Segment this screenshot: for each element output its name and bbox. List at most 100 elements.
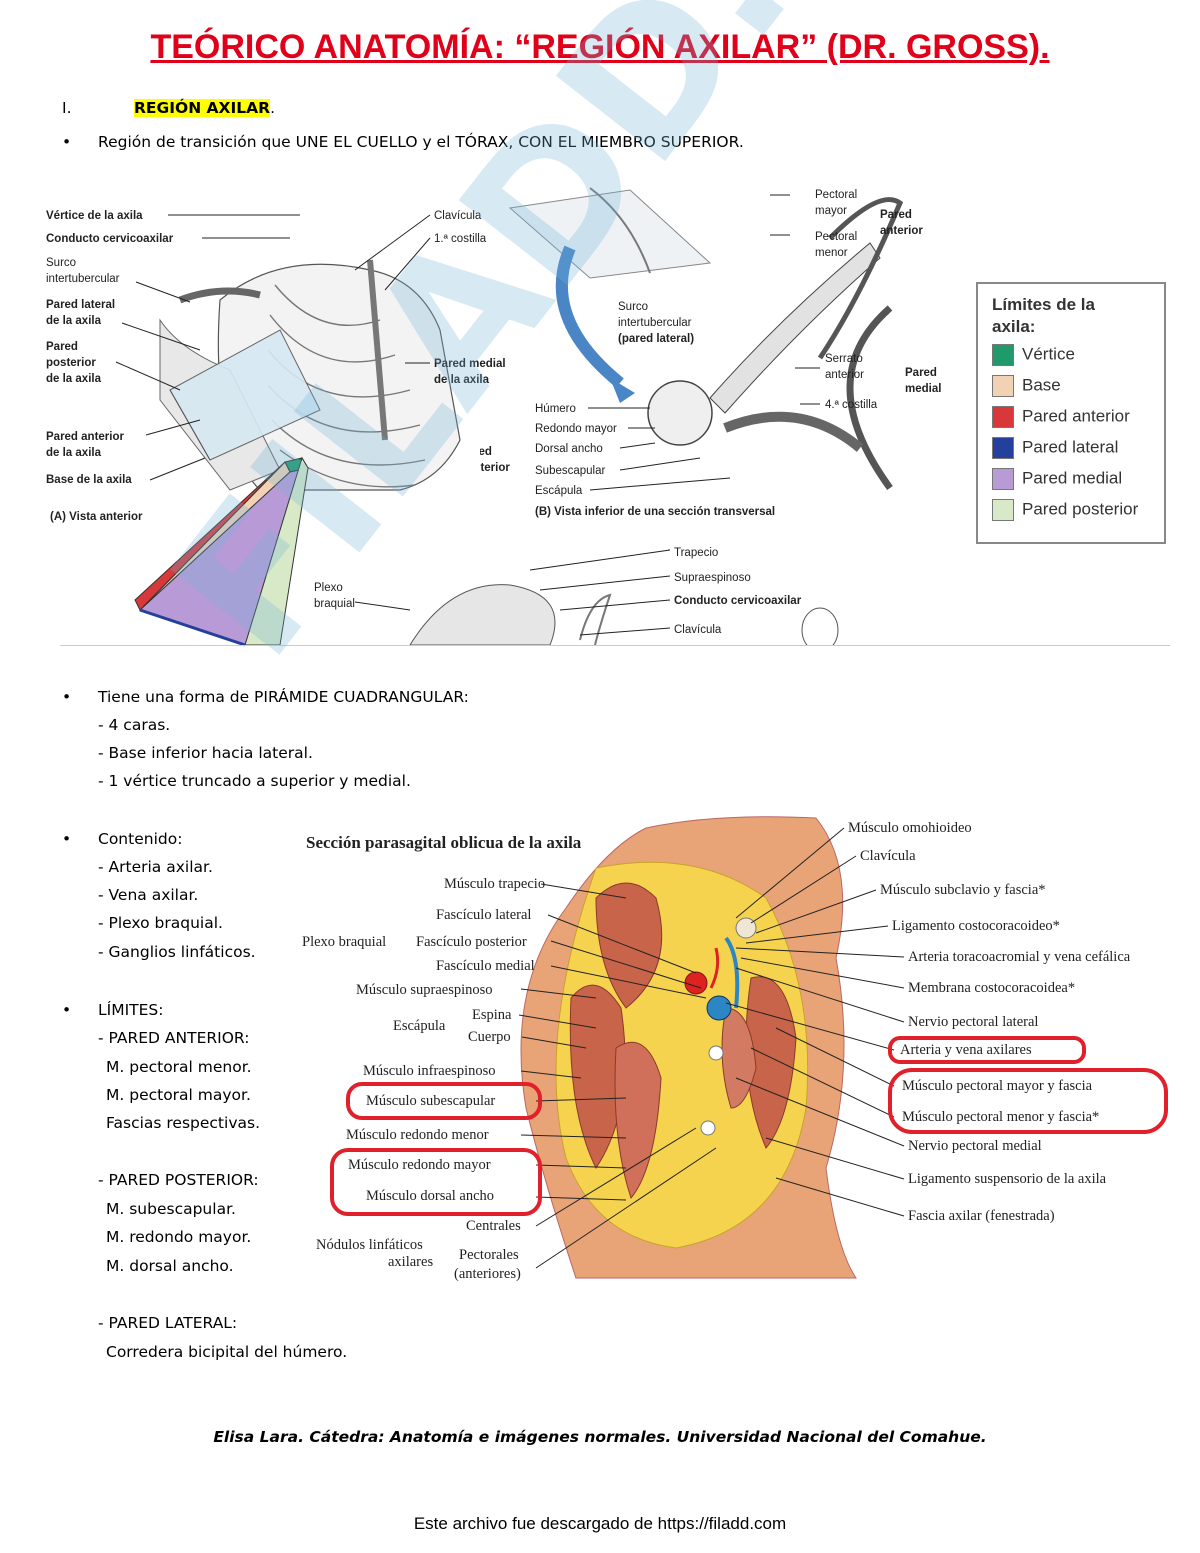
fig-d-label: Músculo infraespinoso bbox=[363, 1063, 496, 1079]
fig-b-label: Redondo mayor bbox=[535, 423, 617, 435]
figure-cervicoaxillary: Plexo braquial Trapecio Supraespinoso Co… bbox=[314, 547, 839, 645]
fig-d-label: Escápula bbox=[393, 1018, 446, 1034]
fig-d-label: Ligamento suspensorio de la axila bbox=[908, 1171, 1107, 1187]
content-item: - Ganglios linfáticos. bbox=[98, 943, 256, 961]
shape-item: - 1 vértice truncado a superior y medial… bbox=[98, 772, 411, 790]
highlight-arteria-vena bbox=[888, 1036, 1086, 1064]
fig-b-label: intertubercular bbox=[618, 317, 692, 329]
fig-d-label: Músculo redondo menor bbox=[346, 1127, 489, 1143]
fig-b-caption: (B) Vista inferior de una sección transv… bbox=[535, 506, 775, 518]
fig-a-caption: (A) Vista anterior bbox=[50, 511, 143, 523]
shape-item: - Base inferior hacia lateral. bbox=[98, 744, 313, 762]
fig-a-label: de la axila bbox=[46, 373, 102, 385]
fig-d-label: Músculo pectoral menor y fascia* bbox=[902, 1109, 1099, 1125]
fig-d-label: Nódulos linfáticos bbox=[316, 1237, 423, 1253]
legend-swatch bbox=[992, 406, 1014, 428]
legend-item-posterior: Pared posterior bbox=[992, 499, 1138, 523]
fig-a-label: Pared bbox=[46, 341, 78, 353]
section-heading-tail: . bbox=[270, 99, 276, 117]
shape-lead: Tiene una forma de PIRÁMIDE CUADRANGULAR… bbox=[98, 688, 469, 706]
legend-label: Vértice bbox=[1022, 344, 1075, 364]
fig-c-label: Conducto cervicoaxilar bbox=[674, 595, 802, 607]
fig-d-label: Arteria y vena axilares bbox=[900, 1042, 1032, 1058]
footer-credit: Elisa Lara. Cátedra: Anatomía e imágenes… bbox=[213, 1428, 987, 1446]
fig-d-label: Ligamento costocoracoideo* bbox=[892, 918, 1060, 934]
shape-item: - 4 caras. bbox=[98, 716, 171, 734]
limits-lateral-head: - PARED LATERAL: bbox=[98, 1314, 238, 1332]
content-item: - Vena axilar. bbox=[98, 886, 199, 904]
legend-label: Pared medial bbox=[1022, 468, 1123, 488]
fig-c-label: Plexo bbox=[314, 582, 343, 594]
fig-d-label: Clavícula bbox=[860, 848, 916, 864]
legend-item-vertex: Vértice bbox=[992, 344, 1075, 368]
figure-parasagittal-section: Sección parasagital oblicua de la axila bbox=[302, 816, 1168, 1282]
section-heading: REGIÓN AXILAR bbox=[134, 99, 271, 117]
fig-d-label: Centrales bbox=[466, 1218, 521, 1234]
intro-bullet: Región de transición que UNE EL CUELLO y… bbox=[98, 133, 744, 151]
fig-b-label: Pared bbox=[480, 446, 492, 458]
legend-axilla-limits: Límites de la axila: Vértice Base Pared … bbox=[976, 282, 1166, 544]
fig-d-label: Músculo trapecio bbox=[444, 876, 545, 892]
section-number: I. bbox=[62, 99, 72, 117]
fig-a-label: Clavícula bbox=[434, 210, 482, 222]
content-lead: Contenido: bbox=[98, 830, 183, 848]
fig-d-label: Nervio pectoral medial bbox=[908, 1138, 1042, 1154]
fig-d-label: Músculo subclavio y fascia* bbox=[880, 882, 1046, 898]
figure-transverse-section: Pectoral mayor Pectoral menor Pared ante… bbox=[480, 187, 941, 518]
limits-posterior-item: M. redondo mayor. bbox=[106, 1228, 252, 1246]
fig-b-label: Dorsal ancho bbox=[535, 443, 603, 455]
legend-swatch bbox=[992, 468, 1014, 490]
fig-d-label: Cuerpo bbox=[468, 1029, 511, 1045]
legend-label: Pared anterior bbox=[1022, 406, 1130, 426]
fig-d-label: Nervio pectoral lateral bbox=[908, 1014, 1038, 1030]
limits-anterior-item: M. pectoral menor. bbox=[106, 1058, 252, 1076]
legend-swatch bbox=[992, 344, 1014, 366]
fig-a-label: posterior bbox=[46, 357, 96, 369]
fig-d-label: Músculo subescapular bbox=[366, 1093, 495, 1109]
fig-b-label: mayor bbox=[815, 205, 847, 217]
legend-item-anterior: Pared anterior bbox=[992, 406, 1130, 430]
fig-a-label: de la axila bbox=[434, 374, 490, 386]
fig-a-label: Pared medial bbox=[434, 358, 506, 370]
limits-lateral-item: Corredera bicipital del húmero. bbox=[106, 1343, 348, 1361]
fig-b-label: Serrato bbox=[825, 353, 863, 365]
fig-b-label: 4.ª costilla bbox=[825, 399, 878, 411]
figure-anterior-view: Vértice de la axila Conducto cervicoaxil… bbox=[46, 210, 506, 647]
legend-title: Límites de la axila: bbox=[992, 295, 1095, 336]
fig-a-label: de la axila bbox=[46, 447, 102, 459]
limits-posterior-head: - PARED POSTERIOR: bbox=[98, 1171, 259, 1189]
content-item: - Plexo braquial. bbox=[98, 914, 223, 932]
legend-item-lateral: Pared lateral bbox=[992, 437, 1118, 461]
legend-label: Pared posterior bbox=[1022, 499, 1139, 519]
legend-item-base: Base bbox=[992, 375, 1061, 399]
fig-d-label: Fascículo lateral bbox=[436, 907, 531, 923]
fig-c-label: Trapecio bbox=[674, 547, 718, 559]
fig-d-label: Plexo braquial bbox=[302, 934, 386, 950]
limits-posterior-item: M. subescapular. bbox=[106, 1200, 236, 1218]
fig-d-label: Músculo omohioideo bbox=[848, 820, 972, 836]
fig-d-label: Fascia axilar (fenestrada) bbox=[908, 1208, 1055, 1224]
fig-b-label: anterior bbox=[880, 225, 923, 237]
limits-anterior-item: Fascias respectivas. bbox=[106, 1114, 260, 1132]
page-title: TEÓRICO ANATOMÍA: “REGIÓN AXILAR” (DR. G… bbox=[150, 28, 1050, 66]
highlight-pectorales bbox=[888, 1068, 1168, 1134]
fig-d-title: Sección parasagital oblicua de la axila bbox=[306, 833, 582, 852]
fig-d-label: Músculo dorsal ancho bbox=[366, 1188, 494, 1204]
content-item: - Arteria axilar. bbox=[98, 858, 213, 876]
legend-label: Pared lateral bbox=[1022, 437, 1119, 457]
fig-b-label: (pared lateral) bbox=[618, 333, 694, 345]
legend-item-medial: Pared medial bbox=[992, 468, 1122, 492]
fig-b-label: menor bbox=[815, 247, 848, 259]
fig-a-label: de la axila bbox=[46, 315, 102, 327]
bullet-dot: • bbox=[62, 688, 72, 706]
fig-d-label: axilares bbox=[388, 1254, 433, 1270]
fig-b-label: Pectoral bbox=[815, 231, 857, 243]
fig-a-label: Pared anterior bbox=[46, 431, 124, 443]
fig-d-label: Músculo pectoral mayor y fascia bbox=[902, 1078, 1093, 1094]
fig-b-label: anterior bbox=[825, 369, 864, 381]
legend-swatch bbox=[992, 437, 1014, 459]
fig-a-label: intertubercular bbox=[46, 273, 120, 285]
fig-d-label: Arteria toracoacromial y vena cefálica bbox=[908, 949, 1131, 965]
fig-a-label: Vértice de la axila bbox=[46, 210, 143, 222]
fig-a-label: 1.ª costilla bbox=[434, 233, 487, 245]
